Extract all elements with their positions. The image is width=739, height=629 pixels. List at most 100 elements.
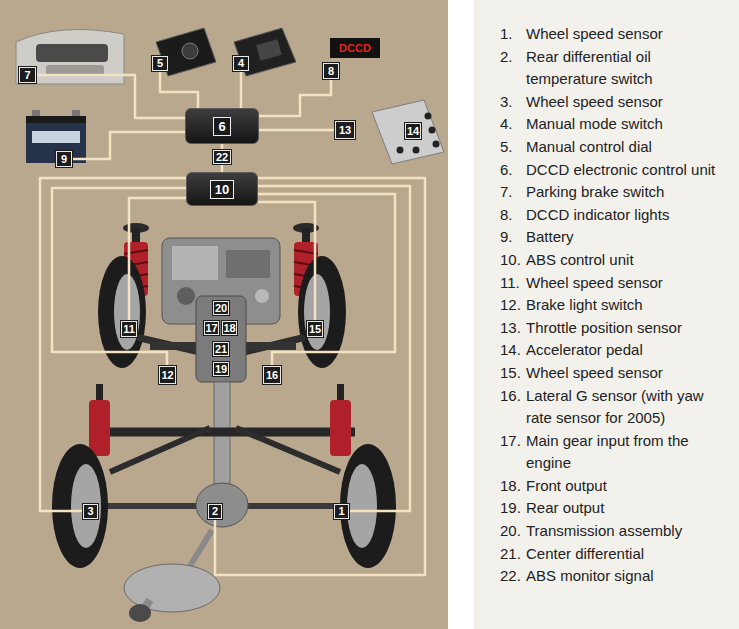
callout-number: 4 — [238, 58, 244, 69]
control-unit-box: 10 — [186, 172, 258, 206]
pedal-hole — [413, 147, 420, 154]
part-number: 6. — [500, 159, 526, 182]
legend-panel — [474, 0, 739, 629]
signal-wire — [129, 198, 186, 320]
part-number: 7. — [500, 181, 526, 204]
legend-row: 6.DCCD electronic control unit — [500, 159, 735, 182]
part-name: Wheel speed sensor — [526, 362, 731, 385]
callout-box: 17 — [203, 320, 220, 336]
signal-wire — [40, 178, 186, 511]
callout-number: 21 — [215, 344, 227, 355]
engine-detail — [172, 246, 218, 280]
part-number: 21. — [500, 543, 526, 566]
part-name: Parking brake switch — [526, 181, 731, 204]
legend-row: 22.ABS monitor signal — [500, 565, 735, 588]
engine-detail — [226, 250, 270, 278]
part-name: Brake light switch — [526, 294, 731, 317]
callout-box: 22 — [212, 149, 232, 165]
part-name: Main gear input from the engine — [526, 430, 731, 475]
part-number: 8. — [500, 204, 526, 227]
callout-box: 7 — [18, 66, 37, 84]
engine-pulley — [255, 289, 269, 303]
part-number: 2. — [500, 46, 526, 69]
callout-box: 2 — [207, 503, 223, 520]
part-number: 3. — [500, 91, 526, 114]
callout-number: 12 — [161, 370, 173, 381]
callout-box: 11 — [120, 320, 138, 338]
console-panel — [36, 44, 108, 62]
legend-row: 11.Wheel speed sensor — [500, 272, 735, 295]
legend-row: 21.Center differential — [500, 543, 735, 566]
battery-body — [26, 123, 86, 163]
callout-number: 11 — [123, 324, 135, 335]
callout-number: 7 — [24, 70, 30, 81]
legend-row: 20.Transmission assembly — [500, 520, 735, 543]
callout-number: 3 — [87, 506, 93, 517]
legend-row: 9.Battery — [500, 226, 735, 249]
signal-wire — [73, 132, 185, 159]
legend-row: 3.Wheel speed sensor — [500, 91, 735, 114]
callout-number: 20 — [215, 303, 227, 314]
legend-row: 1.Wheel speed sensor — [500, 23, 735, 46]
signal-wire — [258, 202, 315, 320]
part-number: 18. — [500, 475, 526, 498]
callout-box: 1 — [333, 503, 350, 520]
switch-button — [256, 39, 282, 60]
rear-link — [110, 428, 340, 472]
callout-box: 12 — [158, 365, 177, 385]
legend-row: 10.ABS control unit — [500, 249, 735, 272]
signal-wire — [215, 178, 425, 575]
rear-tire — [52, 444, 108, 568]
callout-number: 19 — [215, 364, 227, 375]
signal-wire — [221, 144, 224, 149]
indicator-light — [330, 38, 380, 58]
part-number: 11. — [500, 272, 526, 295]
rear-tire — [340, 444, 396, 568]
part-number: 9. — [500, 226, 526, 249]
battery-top — [26, 116, 86, 124]
legend-list: 1.Wheel speed sensor2.Rear differential … — [500, 23, 735, 588]
legend-row: 19.Rear output — [500, 497, 735, 520]
signal-wire — [259, 129, 334, 132]
callout-box: 5 — [151, 55, 169, 72]
callout-box: 16 — [262, 365, 282, 385]
part-name: Throttle position sensor — [526, 317, 731, 340]
part-name: Battery — [526, 226, 731, 249]
control-dial-switch — [156, 28, 216, 76]
wheel-rim — [114, 274, 140, 350]
part-number: 22. — [500, 565, 526, 588]
part-number: 4. — [500, 113, 526, 136]
exhaust-pipe — [190, 530, 212, 566]
callout-number: 2 — [212, 506, 218, 517]
battery-sticker — [32, 131, 80, 143]
legend-row: 5.Manual control dial — [500, 136, 735, 159]
signal-wire — [258, 186, 410, 511]
coil-spring — [330, 400, 351, 456]
part-name: Rear differential oil temperature switch — [526, 46, 731, 91]
signal-wire — [240, 72, 243, 108]
part-name: DCCD electronic control unit — [526, 159, 731, 182]
part-number: 16. — [500, 385, 526, 408]
callout-box: 21 — [212, 341, 230, 357]
panel-background — [0, 0, 448, 629]
signal-wire — [259, 80, 331, 116]
transmission — [196, 296, 246, 382]
callout-number: 9 — [61, 154, 67, 165]
part-name: Front output — [526, 475, 731, 498]
coil-spring — [89, 400, 110, 456]
part-number: 12. — [500, 294, 526, 317]
control-unit-box: 6 — [185, 108, 259, 144]
signal-wire — [258, 194, 395, 365]
part-number: 20. — [500, 520, 526, 543]
part-name: Wheel speed sensor — [526, 272, 731, 295]
legend-row: 17.Main gear input from the engine — [500, 430, 735, 475]
part-number: 17. — [500, 430, 526, 453]
engine-pulley — [177, 287, 195, 305]
part-name: Accelerator pedal — [526, 339, 731, 362]
callout-number: 6 — [213, 117, 230, 136]
part-number: 13. — [500, 317, 526, 340]
legend-row: 18.Front output — [500, 475, 735, 498]
callout-box: 4 — [232, 55, 250, 72]
callout-box: 3 — [82, 503, 99, 520]
